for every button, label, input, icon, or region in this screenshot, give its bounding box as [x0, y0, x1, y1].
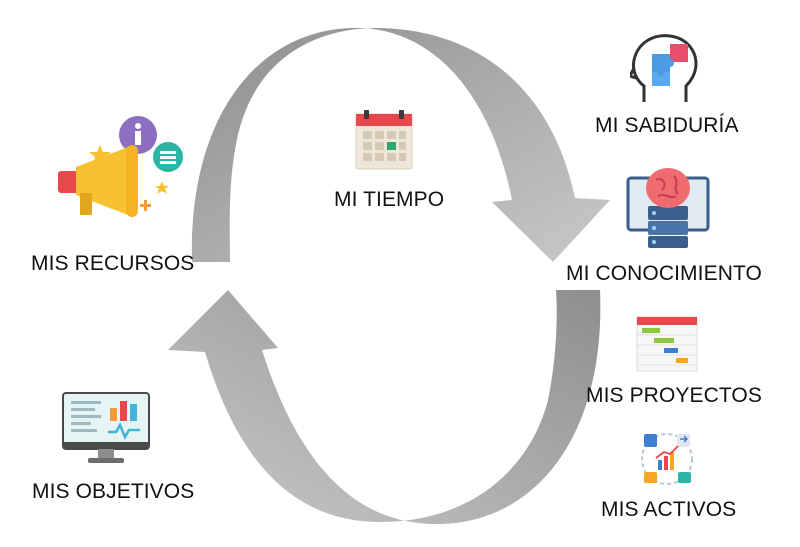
- recursos-label: MIS RECURSOS: [31, 252, 195, 275]
- monitor-dashboard-icon: [62, 392, 150, 463]
- activos-label: MIS ACTIVOS: [601, 498, 737, 521]
- center-label: MI TIEMPO: [334, 188, 445, 211]
- megaphone-icon: [58, 116, 183, 217]
- head-puzzle-icon: [630, 34, 698, 102]
- top-arrow: [191, 27, 610, 263]
- calendar-icon: [355, 110, 413, 170]
- brain-database-icon: [626, 168, 710, 248]
- asset-cycle-icon: [641, 433, 693, 485]
- proyectos-label: MIS PROYECTOS: [586, 384, 762, 407]
- gantt-chart-icon: [636, 316, 698, 372]
- sabiduria-label: MI SABIDURÍA: [595, 114, 739, 137]
- bottom-arrow: [168, 290, 601, 525]
- objetivos-label: MIS OBJETIVOS: [32, 480, 195, 503]
- conocimiento-label: MI CONOCIMIENTO: [566, 262, 762, 285]
